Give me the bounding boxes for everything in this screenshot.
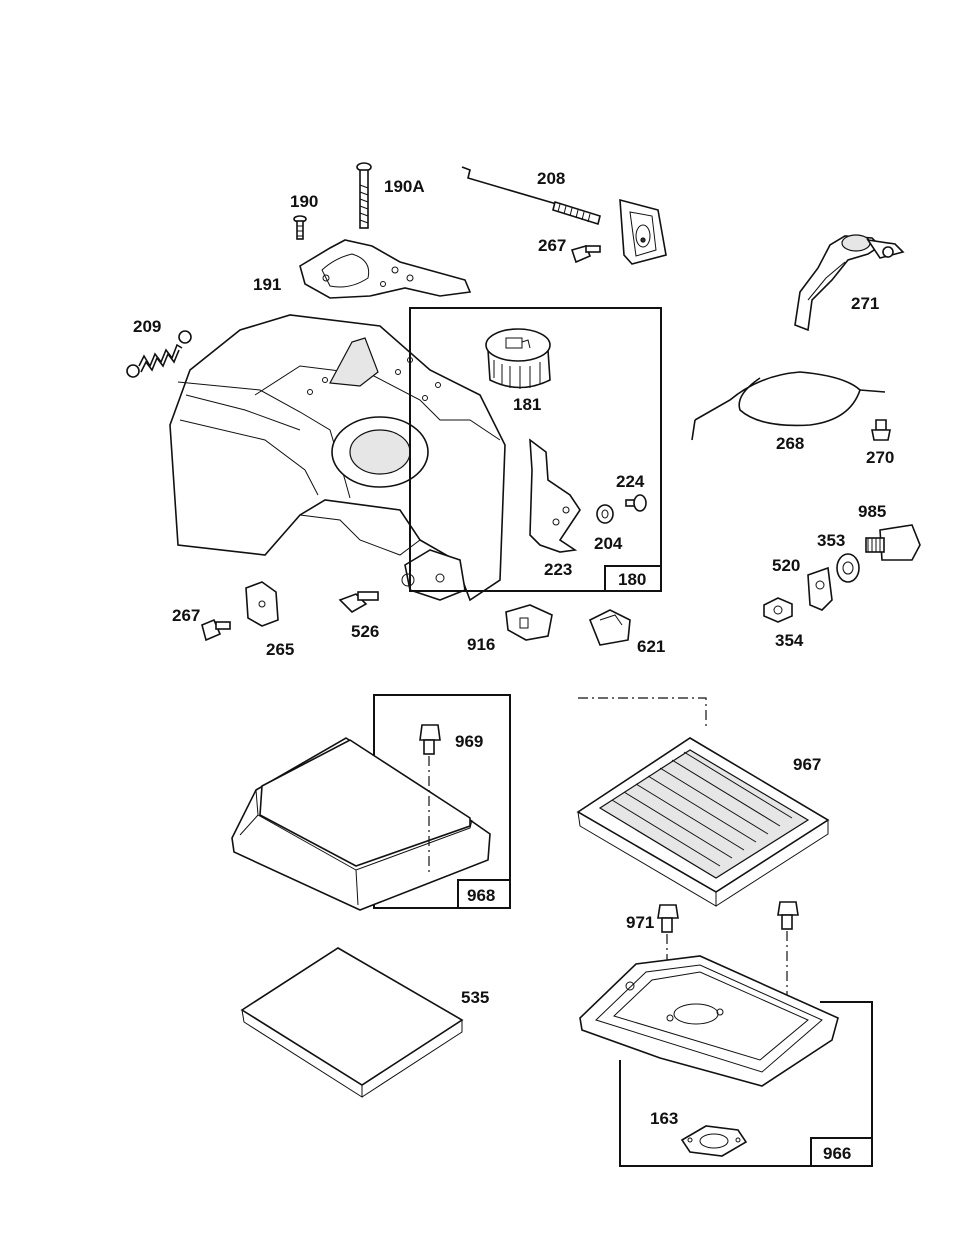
rod-208 [462,167,600,224]
callout-526: 526 [351,622,379,641]
clip-916 [506,605,552,640]
callout-985: 985 [858,502,886,521]
spring-209 [127,331,191,377]
callout-969: 969 [455,732,483,751]
screw-224 [626,495,646,511]
air-cleaner-base [580,956,838,1086]
fuel-cap-181 [486,329,550,389]
callout-224: 224 [616,472,645,491]
switch-985 [866,525,920,560]
callout-971: 971 [626,913,654,932]
washer-204 [597,505,613,523]
callout-267-top: 267 [538,236,566,255]
callout-967: 967 [793,755,821,774]
callout-265: 265 [266,640,294,659]
screw-270 [872,420,890,440]
air-cleaner-cover [232,738,490,910]
callout-535: 535 [461,988,489,1007]
kit-bracket-967 [578,698,706,730]
callout-208: 208 [537,169,565,188]
retainer-clip [620,200,666,264]
callout-267-lower: 267 [172,606,200,625]
screw-190 [294,216,306,239]
lockwasher-353 [837,554,859,582]
callout-966: 966 [823,1144,851,1163]
filter-535 [242,948,462,1097]
callout-191: 191 [253,275,281,294]
callout-181: 181 [513,395,541,414]
callout-268: 268 [776,434,804,453]
fuel-tank [170,315,505,600]
bracket-191 [300,240,470,298]
callout-354: 354 [775,631,804,650]
screw-267-top [572,246,600,262]
lever-271 [795,235,903,330]
callout-621: 621 [637,637,665,656]
callout-271: 271 [851,294,879,313]
cable-268 [692,372,885,440]
callout-353: 353 [817,531,845,550]
callout-270: 270 [866,448,894,467]
nut-354 [764,598,792,622]
filter-element-967 [578,738,828,906]
gasket-163 [682,1126,746,1156]
callout-223: 223 [544,560,572,579]
bracket-223 [530,440,580,552]
callout-204: 204 [594,534,623,553]
callout-190: 190 [290,192,318,211]
bolt-190a [357,163,371,228]
bolt-526 [340,592,378,612]
callout-180: 180 [618,570,646,589]
callout-163: 163 [650,1109,678,1128]
callout-209: 209 [133,317,161,336]
clip-265 [246,582,278,626]
callout-968: 968 [467,886,495,905]
callout-916: 916 [467,635,495,654]
clip-621 [590,610,630,645]
screw-267-lower [202,620,230,640]
callout-190a: 190A [384,177,425,196]
callout-520: 520 [772,556,800,575]
